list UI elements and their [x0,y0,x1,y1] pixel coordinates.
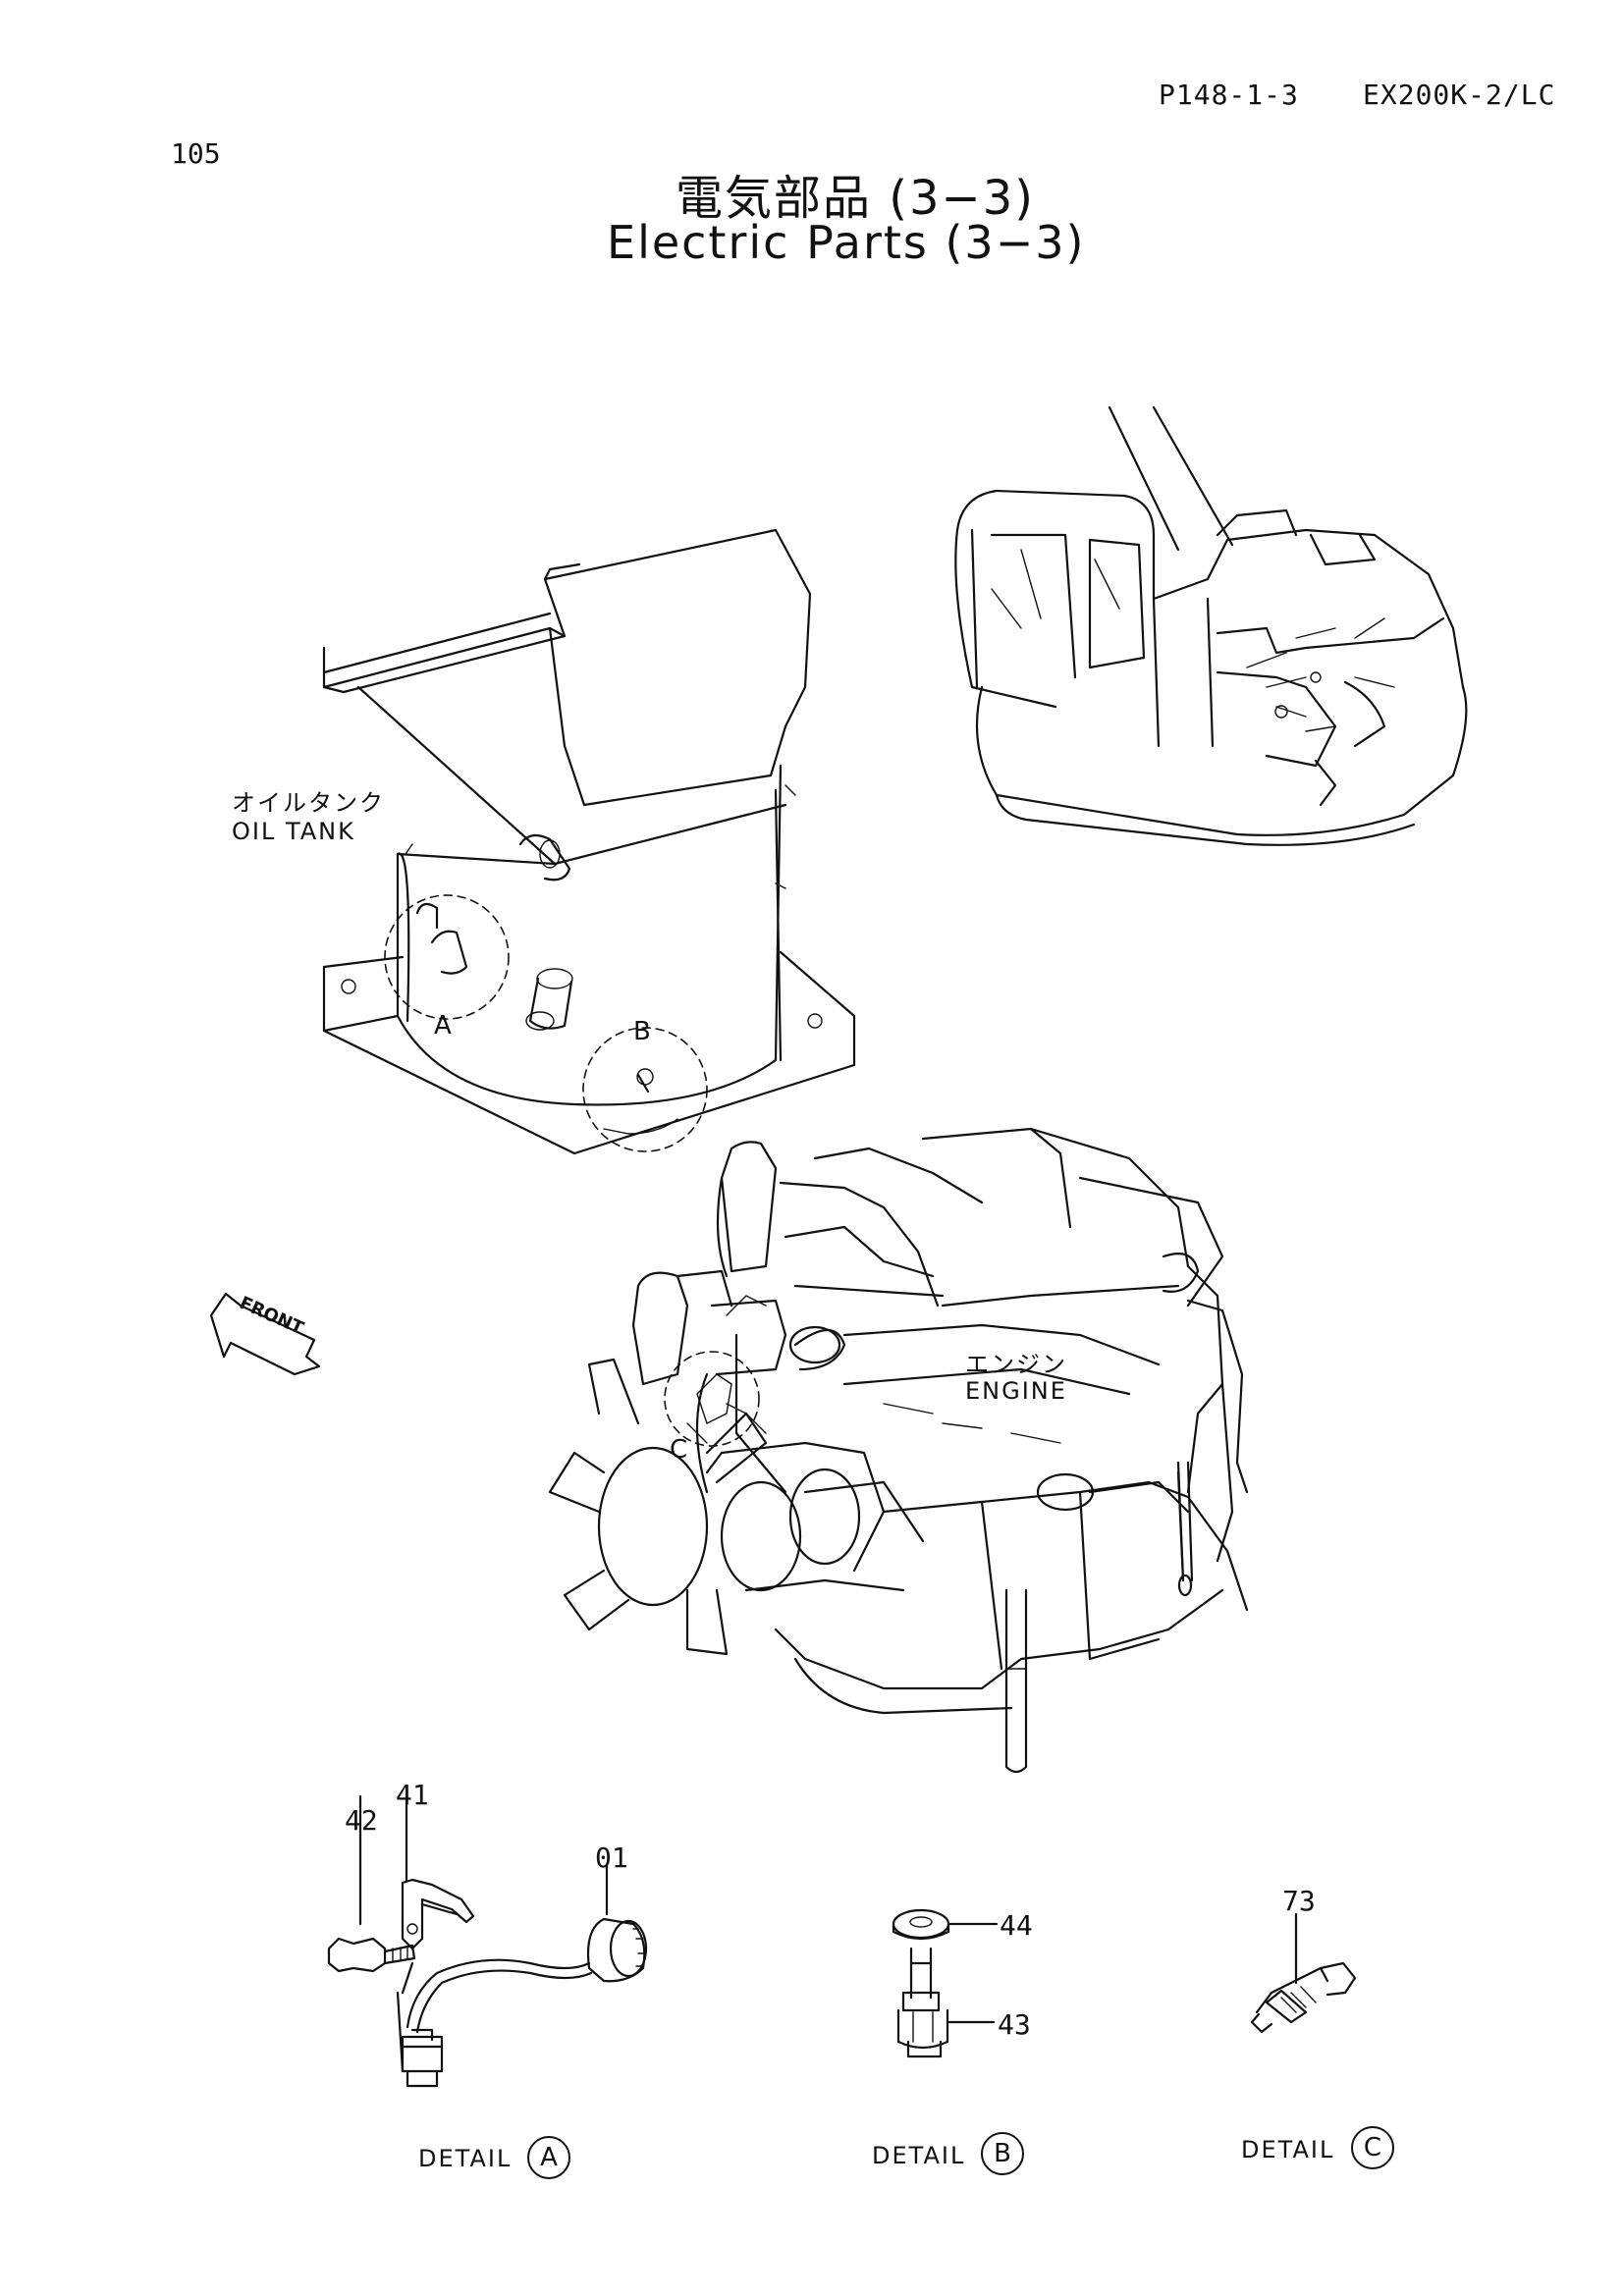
detail-a-label: DETAIL [418,2145,513,2172]
engine-label-jp: エンジン [965,1351,1067,1378]
title-english: Electric Parts (3−3) [607,216,1086,269]
engine-label-en: ENGINE [965,1377,1067,1405]
callout-a: A [434,1011,452,1041]
oil-tank-drawing [322,528,856,1155]
part-number-73: 73 [1282,1885,1316,1917]
detail-c-circle: C [1351,2126,1394,2169]
part-number-43: 43 [998,2008,1031,2041]
part-number-42: 42 [345,1804,378,1837]
part-number-44: 44 [1000,1909,1033,1942]
detail-c-part-drawing [1250,1912,1357,2034]
detail-c-label: DETAIL [1241,2136,1335,2163]
detail-a-circle: A [527,2136,570,2179]
front-arrow-drawing [209,1292,321,1376]
detail-b-parts-drawing [892,1908,999,2058]
part-number-41: 41 [396,1779,429,1811]
part-number-01: 01 [595,1842,628,1874]
title-japanese: 電気部品 (3−3) [676,171,1036,226]
detail-b-circle: B [981,2132,1024,2175]
detail-a-parts-drawing [327,1794,648,2088]
oil-tank-label-en: OIL TANK [232,818,355,845]
page-number: 105 [171,137,221,170]
callout-b: B [633,1017,651,1046]
oil-tank-label-jp: オイルタンク [232,789,385,817]
detail-b-label: DETAIL [872,2142,966,2169]
page-code: P148-1-3 [1159,79,1299,111]
callout-c: C [670,1435,688,1465]
model-code: EX200K-2/LC [1363,79,1556,111]
engine-drawing [548,1127,1249,1774]
excavator-overview-drawing [954,405,1468,846]
